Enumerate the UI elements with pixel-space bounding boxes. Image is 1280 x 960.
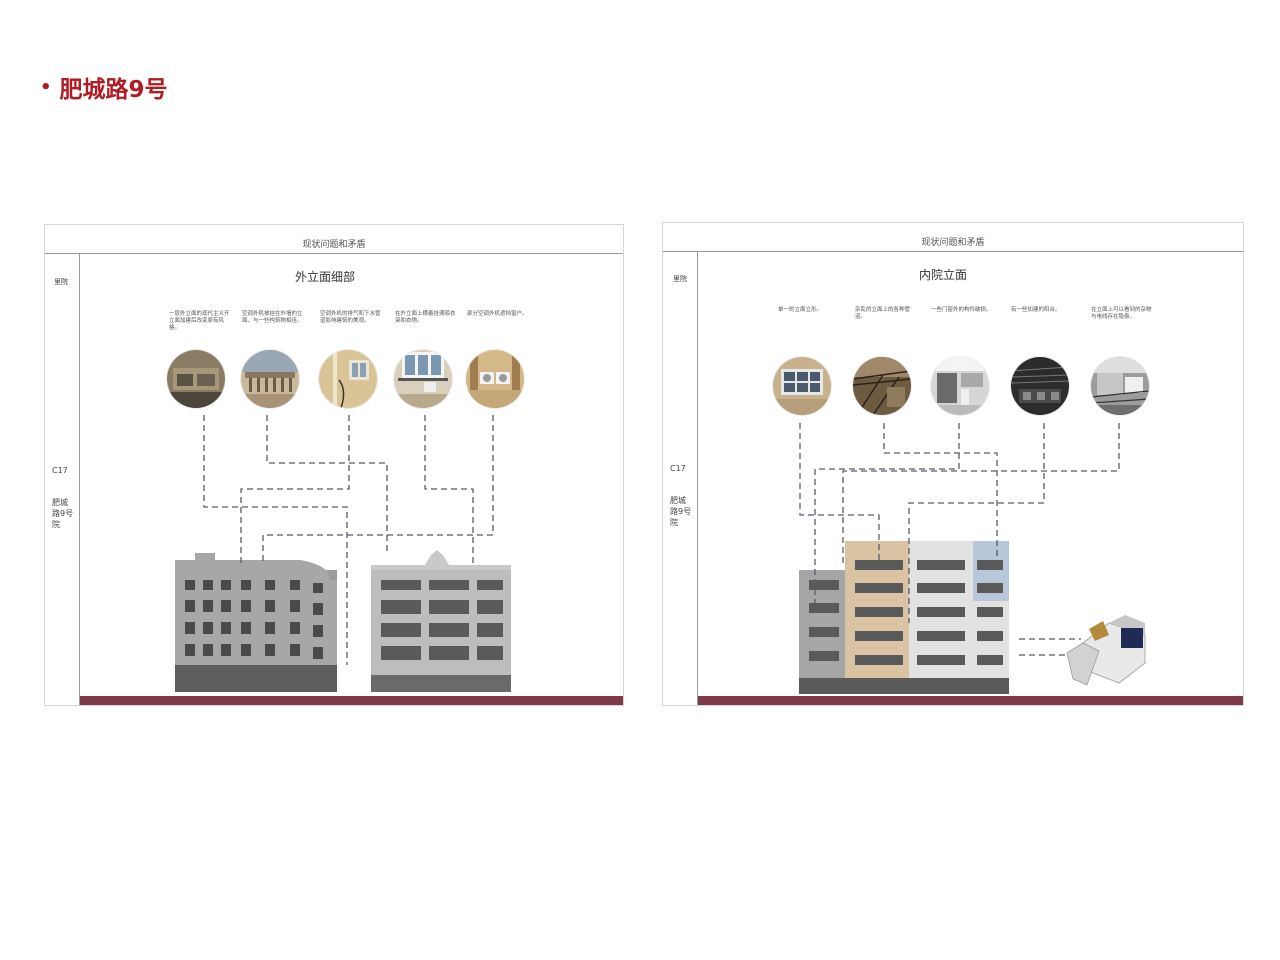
left-side-category: 里院 bbox=[54, 278, 68, 286]
left-footer-bar bbox=[80, 696, 623, 705]
window-photo bbox=[773, 357, 831, 415]
left-building-2 bbox=[371, 550, 511, 692]
right-board-header-text: 现状问题和矛盾 bbox=[921, 238, 985, 248]
left-building-1 bbox=[175, 553, 337, 692]
corridor-photo bbox=[931, 357, 989, 415]
right-side-category: 里院 bbox=[673, 275, 687, 283]
right-side-divider bbox=[697, 251, 698, 705]
right-dashed-connectors bbox=[799, 423, 1120, 656]
left-side-code: C17 bbox=[52, 466, 68, 475]
window-ac-photo bbox=[394, 350, 452, 408]
left-caption-1: 一层外立面的现代主义开立面加建后改变原有风格。 bbox=[169, 311, 230, 331]
right-footer-bar bbox=[698, 696, 1243, 705]
shop-facade-photo bbox=[167, 350, 225, 408]
left-side-name: 肥城路9号院 bbox=[52, 498, 74, 529]
wires-photo bbox=[853, 357, 911, 415]
right-side-name: 肥城路9号院 bbox=[670, 496, 692, 527]
right-board-header: 现状问题和矛盾 bbox=[663, 223, 1243, 252]
right-caption-4: 有一些加建的阳台。 bbox=[1011, 307, 1061, 313]
right-caption-3: 一些门窗外的构件破损。 bbox=[931, 307, 992, 313]
balcony-railing-photo bbox=[241, 350, 299, 408]
left-board-header-text: 现状问题和矛盾 bbox=[302, 240, 366, 250]
axonometric-sketch bbox=[1066, 615, 1146, 686]
rooftop-addition-photo bbox=[1091, 357, 1149, 415]
wall-pipes-photo bbox=[319, 350, 377, 408]
left-board: 现状问题和矛盾 里院 C17 肥城路9号院 外立面细部 一层外立面的现代主义开立… bbox=[44, 224, 624, 706]
right-building-elevation bbox=[799, 541, 1009, 694]
left-dashed-connectors bbox=[203, 415, 494, 665]
right-caption-5: 在立面上可以看到的杂物与电线存在隐患。 bbox=[1091, 307, 1152, 320]
right-caption-2: 杂乱的立面上的各种管道。 bbox=[855, 307, 911, 320]
slide-title-text: 肥城路9号 bbox=[59, 77, 168, 103]
left-side-divider bbox=[79, 253, 80, 705]
left-caption-5: 部分空调外机遮挡窗户。 bbox=[467, 311, 528, 317]
left-building-elevations bbox=[175, 415, 511, 692]
ac-units-photo bbox=[466, 350, 524, 408]
dark-balcony-photo bbox=[1011, 357, 1069, 415]
right-subtitle: 内院立面 bbox=[919, 268, 968, 282]
right-building-elevations bbox=[799, 423, 1146, 694]
slide-title: • 肥城路9号 bbox=[40, 70, 168, 104]
left-caption-3: 空调外机的排气和下水管道影响建筑的美观。 bbox=[320, 311, 381, 324]
title-bullet: • bbox=[40, 76, 52, 98]
right-board: 现状问题和矛盾 里院 C17 肥城路9号院 内院立面 单一的立面立形。 杂乱的立… bbox=[662, 222, 1244, 706]
left-board-header: 现状问题和矛盾 bbox=[45, 225, 623, 254]
right-side-code: C17 bbox=[670, 464, 686, 473]
left-subtitle: 外立面细部 bbox=[295, 270, 356, 284]
right-caption-1: 单一的立面立形。 bbox=[778, 307, 823, 313]
left-caption-4: 在外立面上横着挂满晾衣架和衣物。 bbox=[395, 311, 456, 324]
left-caption-2: 空调外机被挂在外墙的立面，与一些构筑物相连。 bbox=[242, 311, 303, 324]
